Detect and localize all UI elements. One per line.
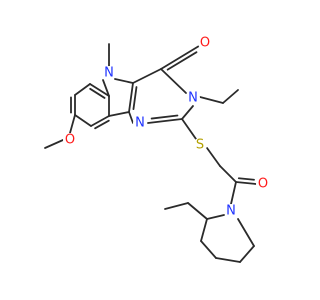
bond-c2-n1-inner [150,114,179,120]
bond-c9b-c4a-inner [132,86,138,110]
bond-pip-ethyl-1 [187,202,208,220]
atom-label-n1: N [135,116,145,131]
atom-label-o4: O [200,36,210,51]
atom-label-s: S [196,138,204,153]
atom-o4: O [198,36,212,51]
bond-pip-ethyl-2 [164,202,189,210]
atom-o-amide: O [256,177,270,192]
bond-c-n5 [102,79,110,97]
bond-benzene-3 [74,114,92,127]
bond-o-methyl [44,139,64,149]
bond-c-omethoxy [69,114,76,134]
bond-c2-n1 [147,118,183,124]
bond-benzene-4 [90,115,110,127]
bond-co-n [230,181,237,205]
bond-c2-s [181,118,197,140]
bond-pip-5 [239,245,255,263]
atom-label-o-methoxy: O [65,133,75,148]
bond-layer [44,43,257,263]
bond-s-ch2 [206,147,221,167]
atom-s: S [193,138,207,153]
atom-label-n3: N [188,91,198,106]
bond-benzene-1 [74,83,91,96]
bond-n3-c2 [181,105,194,120]
bond-pip-6 [237,218,255,247]
bond-benzene-4-inner [94,119,110,130]
bond-co-o-inner [237,177,255,181]
bond-n1-c9b [128,111,134,124]
atom-label-n5: N [104,66,114,81]
atom-n3: N [186,91,200,106]
atom-o-methoxy: O [63,133,77,148]
bond-c4-n3 [160,68,187,94]
atom-label-o-amide: O [258,177,268,192]
bond-c4-o [160,45,200,70]
bond-benzene-6 [89,83,110,97]
bond-c4-o-inner [166,51,198,71]
bond-benzene-6-inner [89,87,106,99]
bond-c9b-c4a [128,82,134,113]
atom-n1: N [133,116,147,131]
atom-n5: N [102,66,116,81]
bond-pip-2 [200,218,208,242]
bond-c4a-c4 [132,68,162,84]
atom-n-piperidine: N [224,204,238,219]
bond-n5-c4a [114,78,134,84]
bond-ethyl-2 [222,89,239,104]
bond-c-c9b [108,111,130,117]
bond-ch2-co [219,165,237,183]
bond-pip-4 [215,257,241,263]
atom-label-n-piperidine: N [226,204,236,219]
molecule-structure: N O N N S O O N [44,36,270,263]
bond-pip-3 [200,240,217,259]
bond-co-o [235,181,257,185]
bond-n3-ethyl-1 [199,96,224,104]
atom-label-layer: N O N N S O O N [63,36,270,219]
bond-pip-1 [206,214,225,220]
